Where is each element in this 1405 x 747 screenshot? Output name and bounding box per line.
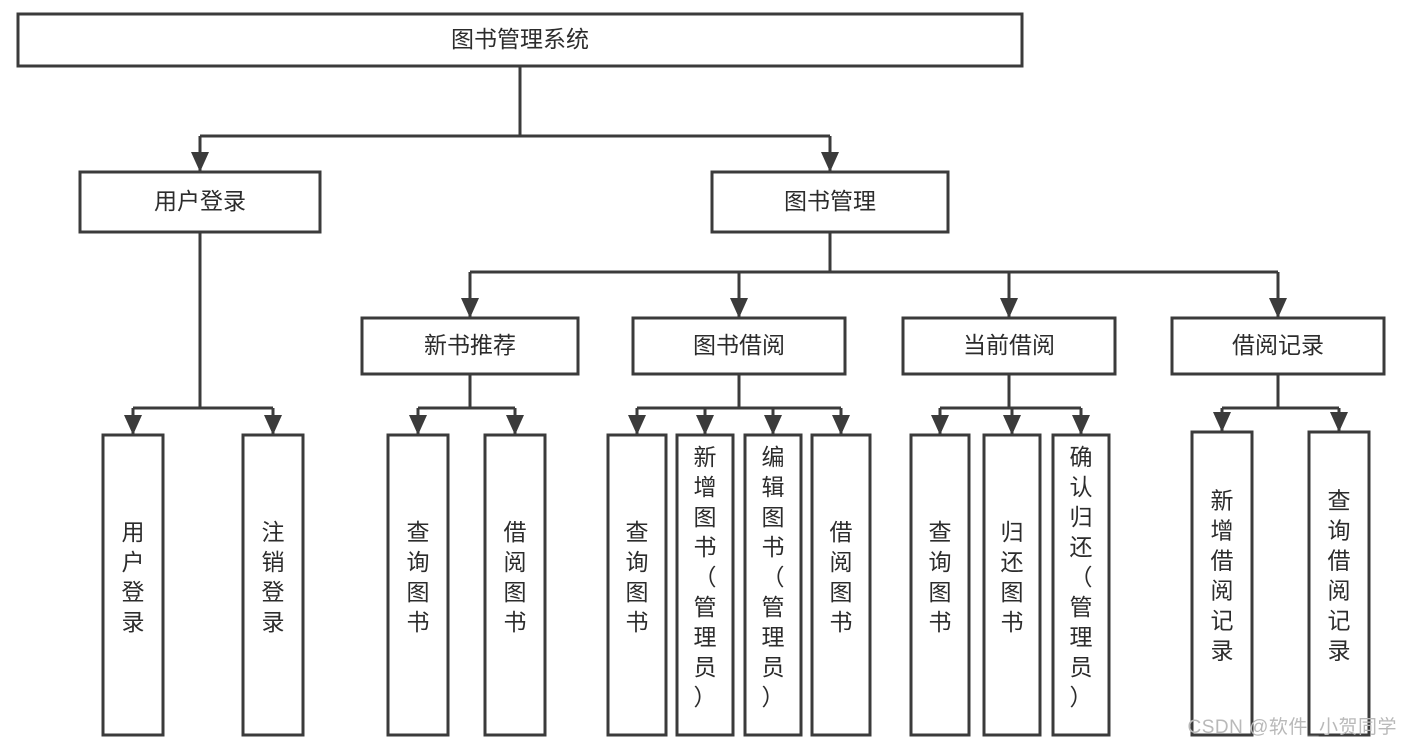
node-box-g3-leaf-0 xyxy=(1190,430,1254,737)
node-grp-2[interactable]: 当前借阅 xyxy=(901,316,1117,376)
node-root[interactable]: 图书管理系统 xyxy=(16,12,1024,68)
node-g2-leaf-1[interactable]: 归还图书 xyxy=(982,433,1042,737)
node-box-g0-leaf-1 xyxy=(483,433,547,737)
node-label-ul-leaf-1: 注销登录 xyxy=(262,519,285,635)
node-box-grp-0 xyxy=(360,316,580,376)
arrowhead-book-mgmt-2 xyxy=(1000,298,1018,318)
node-label-grp-3: 借阅记录 xyxy=(1232,332,1324,358)
node-label-g2-leaf-1: 归还图书 xyxy=(1001,519,1024,635)
node-box-grp-1 xyxy=(631,316,847,376)
node-g0-leaf-0[interactable]: 查询图书 xyxy=(386,433,450,737)
arrowhead-grp-1-0 xyxy=(628,415,646,435)
node-g1-leaf-2[interactable]: 编辑图书（管理员） xyxy=(743,433,803,737)
node-book-management[interactable]: 图书管理 xyxy=(710,170,950,234)
node-grp-1[interactable]: 图书借阅 xyxy=(631,316,847,376)
arrowhead-grp-1-3 xyxy=(832,415,850,435)
node-label-grp-2: 当前借阅 xyxy=(963,332,1055,358)
arrowhead-grp-3-1 xyxy=(1330,412,1348,432)
arrowhead-grp-0-1 xyxy=(506,415,524,435)
node-g3-leaf-1[interactable]: 查询借阅记录 xyxy=(1307,430,1371,737)
arrowhead-grp-3-0 xyxy=(1213,412,1231,432)
node-label-grp-0: 新书推荐 xyxy=(424,332,516,358)
node-label-g1-leaf-0: 查询图书 xyxy=(626,519,649,635)
csdn-watermark: CSDN @软件_小贺同学 xyxy=(1187,717,1397,738)
node-label-g1-leaf-2: 编辑图书（管理员） xyxy=(762,444,785,710)
node-g1-leaf-3[interactable]: 借阅图书 xyxy=(810,433,872,737)
node-label-g1-leaf-1: 新增图书（管理员） xyxy=(694,444,717,710)
node-g2-leaf-0[interactable]: 查询图书 xyxy=(909,433,971,737)
node-box-g2-leaf-0 xyxy=(909,433,971,737)
node-label-g0-leaf-0: 查询图书 xyxy=(407,519,430,635)
node-label-g0-leaf-1: 借阅图书 xyxy=(504,519,527,635)
node-label-user-login: 用户登录 xyxy=(154,188,246,214)
arrowhead-root-1 xyxy=(821,152,839,172)
arrowhead-grp-1-2 xyxy=(764,415,782,435)
arrowhead-grp-2-0 xyxy=(931,415,949,435)
node-box-grp-3 xyxy=(1170,316,1386,376)
node-box-g2-leaf-2 xyxy=(1051,433,1111,737)
node-label-grp-1: 图书借阅 xyxy=(693,332,785,358)
node-user-login[interactable]: 用户登录 xyxy=(78,170,322,234)
node-box-ul-leaf-0 xyxy=(101,433,165,737)
arrowhead-root-0 xyxy=(191,152,209,172)
node-label-root: 图书管理系统 xyxy=(451,26,589,52)
arrowhead-grp-2-2 xyxy=(1072,415,1090,435)
node-label-g2-leaf-0: 查询图书 xyxy=(929,519,952,635)
arrowhead-book-mgmt-0 xyxy=(461,298,479,318)
node-g2-leaf-2[interactable]: 确认归还（管理员） xyxy=(1051,433,1111,737)
arrowhead-user-login-0 xyxy=(124,415,142,435)
node-grp-0[interactable]: 新书推荐 xyxy=(360,316,580,376)
node-box-grp-2 xyxy=(901,316,1117,376)
arrowhead-grp-2-1 xyxy=(1003,415,1021,435)
connector-edges-layer xyxy=(124,66,1348,435)
node-ul-leaf-1[interactable]: 注销登录 xyxy=(241,433,305,737)
node-box-ul-leaf-1 xyxy=(241,433,305,737)
node-box-book-management xyxy=(710,170,950,234)
node-grp-3[interactable]: 借阅记录 xyxy=(1170,316,1386,376)
node-box-g1-leaf-2 xyxy=(743,433,803,737)
node-box-g2-leaf-1 xyxy=(982,433,1042,737)
node-g1-leaf-0[interactable]: 查询图书 xyxy=(606,433,668,737)
node-box-root xyxy=(16,12,1024,68)
node-g3-leaf-0[interactable]: 新增借阅记录 xyxy=(1190,430,1254,737)
node-label-g1-leaf-3: 借阅图书 xyxy=(830,519,853,635)
node-g1-leaf-1[interactable]: 新增图书（管理员） xyxy=(675,433,735,737)
nodes-layer: 图书管理系统用户登录图书管理用户登录注销登录新书推荐查询图书借阅图书图书借阅查询… xyxy=(16,12,1386,737)
node-box-g3-leaf-1 xyxy=(1307,430,1371,737)
node-label-g2-leaf-2: 确认归还（管理员） xyxy=(1070,444,1093,710)
node-label-ul-leaf-0: 用户登录 xyxy=(122,519,145,635)
node-box-g0-leaf-0 xyxy=(386,433,450,737)
node-box-g1-leaf-3 xyxy=(810,433,872,737)
arrowhead-book-mgmt-3 xyxy=(1269,298,1287,318)
node-g0-leaf-1[interactable]: 借阅图书 xyxy=(483,433,547,737)
arrowhead-book-mgmt-1 xyxy=(730,298,748,318)
arrowhead-user-login-1 xyxy=(264,415,282,435)
node-label-g3-leaf-1: 查询借阅记录 xyxy=(1328,488,1351,664)
arrowhead-grp-0-0 xyxy=(409,415,427,435)
node-ul-leaf-0[interactable]: 用户登录 xyxy=(101,433,165,737)
node-label-book-management: 图书管理 xyxy=(784,188,876,214)
arrowhead-grp-1-1 xyxy=(696,415,714,435)
node-label-g3-leaf-0: 新增借阅记录 xyxy=(1211,488,1234,664)
node-box-user-login xyxy=(78,170,322,234)
node-box-g1-leaf-0 xyxy=(606,433,668,737)
node-box-g1-leaf-1 xyxy=(675,433,735,737)
